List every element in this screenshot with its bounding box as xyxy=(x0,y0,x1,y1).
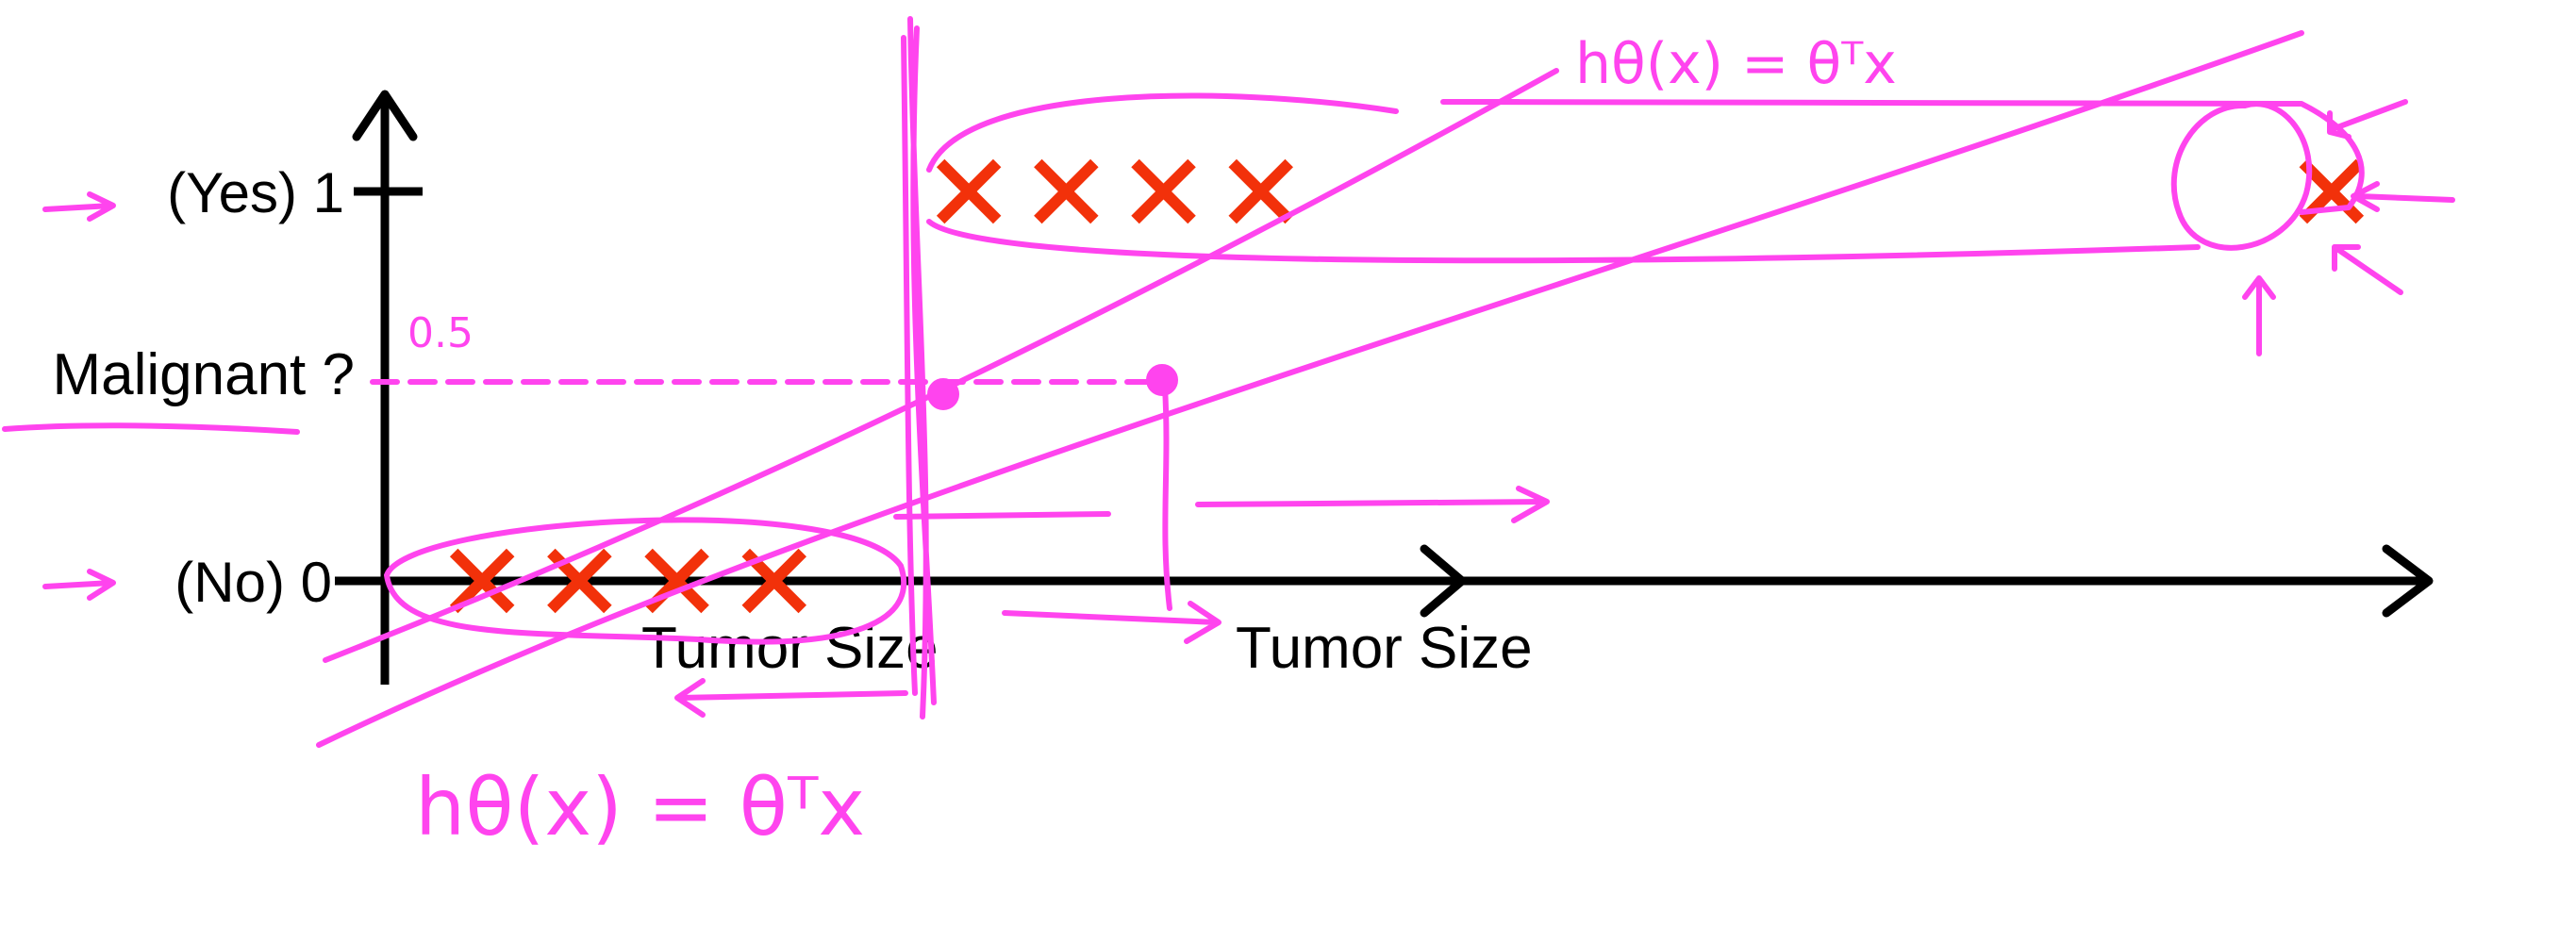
outlier-arrow-1 xyxy=(2327,99,2408,140)
y-axis-label: Malignant ? xyxy=(52,342,355,407)
data-point-x-marker xyxy=(1131,158,1196,224)
outlier-arrow-4 xyxy=(2242,275,2276,356)
threshold-dot-2 xyxy=(1146,364,1178,396)
data-point-x-marker xyxy=(449,548,515,614)
arrow-to-no xyxy=(42,569,116,601)
ellipse-positives xyxy=(926,92,2365,264)
underline-malignant xyxy=(2,422,300,435)
ellipse-negatives xyxy=(384,517,907,645)
threshold-label: 0.5 xyxy=(407,309,474,357)
x-arrow-2 xyxy=(1002,601,1222,644)
y-axis-arrowhead xyxy=(352,90,418,141)
x-arrow-left xyxy=(674,678,908,718)
y-tick-label-1: (Yes) 1 xyxy=(167,161,344,224)
outlier-arrow-3 xyxy=(2332,244,2403,295)
outlier-arrow-2 xyxy=(2351,181,2455,212)
hypothesis-line-1 xyxy=(323,68,1559,663)
y-tick-label-0: (No) 0 xyxy=(175,551,332,614)
x-axis-label-right: Tumor Size xyxy=(1236,616,1533,681)
hypothesis-label-top: hθ(x) = θᵀx xyxy=(1575,31,1897,97)
data-point-x-marker xyxy=(936,158,1002,224)
threshold-dot-1 xyxy=(927,378,959,410)
arrow-to-yes xyxy=(42,191,116,222)
handwritten-annotations xyxy=(2,16,2455,748)
data-point-x-marker xyxy=(1034,158,1099,224)
decision-boundary-2 xyxy=(1162,384,1172,611)
x-arrow-3 xyxy=(893,511,1111,520)
x-axis-arrowhead xyxy=(2382,544,2434,618)
data-point-x-marker xyxy=(1228,158,1293,224)
circle-outlier xyxy=(2170,101,2313,251)
hypothesis-line-2 xyxy=(316,30,2304,748)
x-axis-arrowhead-short xyxy=(1420,544,1467,618)
x-axis-label-left: Tumor Size xyxy=(641,616,939,681)
decision-boundary-1 xyxy=(901,16,937,720)
hypothesis-label-bottom: hθ(x) = θᵀx xyxy=(415,761,865,853)
x-arrow-1 xyxy=(1195,486,1550,523)
data-points xyxy=(449,158,2365,614)
